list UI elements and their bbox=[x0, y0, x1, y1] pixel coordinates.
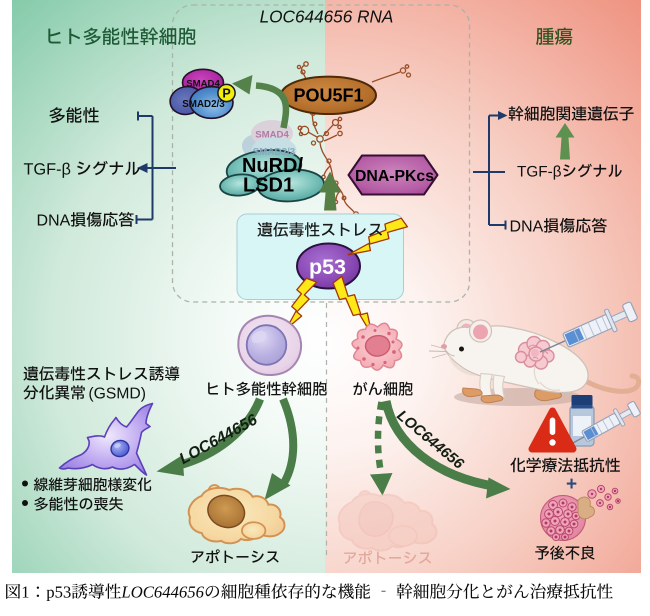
svg-text:SMAD4: SMAD4 bbox=[186, 78, 220, 89]
svg-text:LSD1: LSD1 bbox=[243, 175, 294, 197]
svg-text:SMAD4: SMAD4 bbox=[255, 130, 289, 141]
svg-text:p53: p53 bbox=[309, 255, 346, 279]
svg-text:NuRD/: NuRD/ bbox=[242, 155, 304, 177]
svg-text:LOC644656 RNA: LOC644656 RNA bbox=[260, 6, 394, 26]
svg-text:SMAD2/3: SMAD2/3 bbox=[253, 147, 296, 158]
svg-text:+: + bbox=[566, 474, 577, 495]
svg-text:P: P bbox=[222, 87, 230, 101]
svg-text:POU5F1: POU5F1 bbox=[293, 86, 363, 106]
svg-text:SMAD2/3: SMAD2/3 bbox=[182, 99, 225, 110]
svg-text:DNA-PKcs: DNA-PKcs bbox=[355, 168, 434, 185]
